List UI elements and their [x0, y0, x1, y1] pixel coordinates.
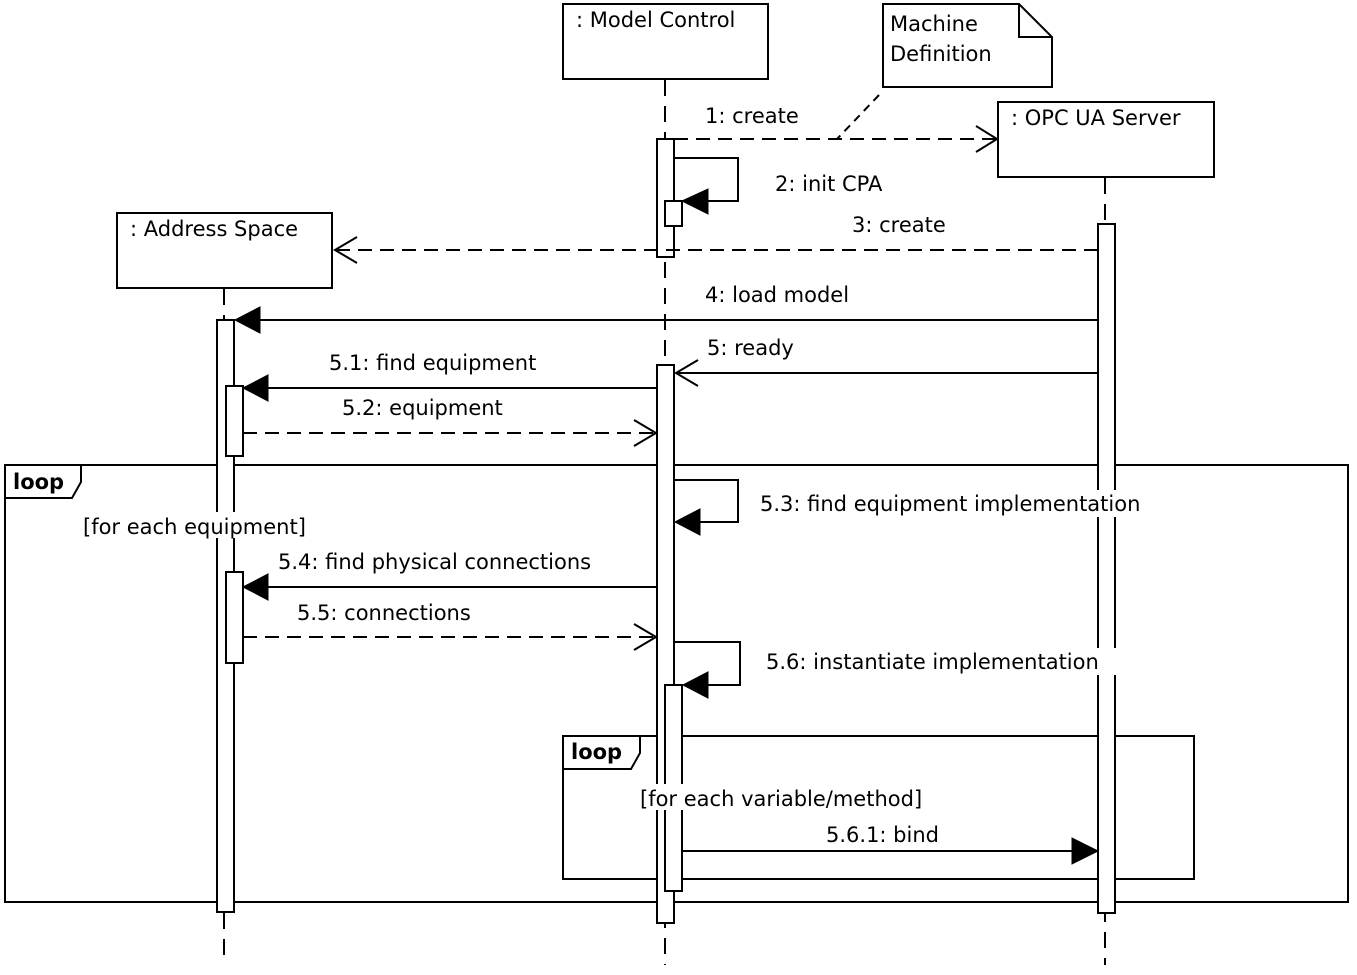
message-4-load-model: 4: load model — [233, 283, 1098, 334]
participant-label: : Model Control — [576, 8, 735, 32]
note-machine-definition: Machine Definition — [836, 3, 1053, 140]
message-5-6-instantiate-implementation: 5.6: instantiate implementation — [674, 641, 1140, 699]
note-fold — [1018, 4, 1052, 38]
inner-loop-fragment: loop — [562, 735, 1195, 880]
note-anchor — [836, 94, 880, 140]
participant-label: : Address Space — [130, 217, 298, 241]
message-5-1-find-equipment: 5.1: find equipment — [241, 351, 657, 402]
message-line — [674, 479, 739, 523]
participant-address-space: : Address Space — [116, 212, 333, 289]
message-label: 5: ready — [707, 336, 794, 360]
message-5-5-connections: 5.5: connections — [243, 601, 658, 651]
activation-model-control-1 — [656, 138, 675, 258]
activation-address-space-find-connections — [225, 571, 244, 664]
message-5-2-equipment: 5.2: equipment — [243, 396, 658, 447]
inner-loop-operator: loop — [571, 740, 622, 764]
inner-loop-tag — [562, 735, 641, 770]
filled-arrowhead-icon — [673, 508, 701, 536]
filled-arrowhead-icon — [241, 374, 269, 402]
inner-loop-frame — [562, 735, 1195, 880]
message-label: 5.3: find equipment implementation — [760, 492, 1140, 516]
outer-loop-frame — [4, 464, 1349, 903]
outer-loop-tag — [4, 464, 82, 499]
participant-label: : OPC UA Server — [1011, 106, 1181, 130]
outer-loop-guard: [for each equipment] — [83, 515, 306, 539]
message-label: 4: load model — [705, 283, 849, 307]
activation-model-control-init — [664, 200, 683, 227]
note-line-1: Machine — [890, 12, 978, 36]
activation-address-space-find-equipment — [225, 385, 244, 457]
message-line — [674, 641, 741, 686]
filled-arrowhead-icon — [1071, 837, 1100, 865]
filled-arrowhead-icon — [680, 188, 709, 215]
filled-arrowhead-icon — [241, 573, 269, 601]
label-backing — [764, 648, 1140, 675]
message-5-4-find-physical-connections: 5.4: find physical connections — [241, 550, 657, 601]
message-1-create: 1: create — [674, 104, 999, 153]
message-label: 5.6: instantiate implementation — [766, 650, 1099, 674]
guard-backing — [638, 784, 956, 810]
filled-arrowhead-icon — [233, 306, 261, 334]
participant-opc-ua-server: : OPC UA Server — [997, 101, 1215, 178]
note-line-2: Definition — [890, 42, 992, 66]
filled-arrowhead-icon — [681, 671, 709, 699]
open-arrowhead-icon — [633, 419, 658, 447]
participant-box — [562, 3, 769, 80]
message-5-ready: 5: ready — [674, 336, 1098, 387]
message-2-init-cpa: 2: init CPA — [674, 157, 883, 215]
open-arrowhead-icon — [333, 236, 358, 264]
message-label: 5.6.1: bind — [826, 823, 939, 847]
message-label: 1: create — [705, 104, 799, 128]
message-3-create: 3: create — [333, 213, 1098, 264]
message-label: 5.2: equipment — [342, 396, 503, 420]
message-label: 3: create — [852, 213, 946, 237]
activation-opc-ua-server — [1097, 223, 1116, 914]
open-arrowhead-icon — [633, 623, 658, 651]
participant-model-control: : Model Control — [562, 3, 769, 80]
message-5-6-1-bind: 5.6.1: bind — [682, 823, 1100, 865]
label-backing — [758, 490, 1186, 517]
message-label: 5.4: find physical connections — [278, 550, 591, 574]
message-line — [674, 157, 739, 202]
guard-backing — [82, 512, 334, 538]
message-label: 2: init CPA — [775, 172, 883, 196]
inner-loop-guard: [for each variable/method] — [640, 787, 922, 811]
outer-loop-fragment: loop — [4, 464, 1349, 903]
open-arrowhead-icon — [674, 359, 699, 387]
participant-box — [116, 212, 333, 289]
outer-loop-operator: loop — [13, 470, 64, 494]
note-shape — [882, 3, 1053, 88]
message-5-3-find-equipment-implementation: 5.3: find equipment implementation — [673, 479, 1186, 536]
open-arrowhead-icon — [975, 125, 999, 153]
message-label: 5.1: find equipment — [329, 351, 536, 375]
message-label: 5.5: connections — [297, 601, 471, 625]
